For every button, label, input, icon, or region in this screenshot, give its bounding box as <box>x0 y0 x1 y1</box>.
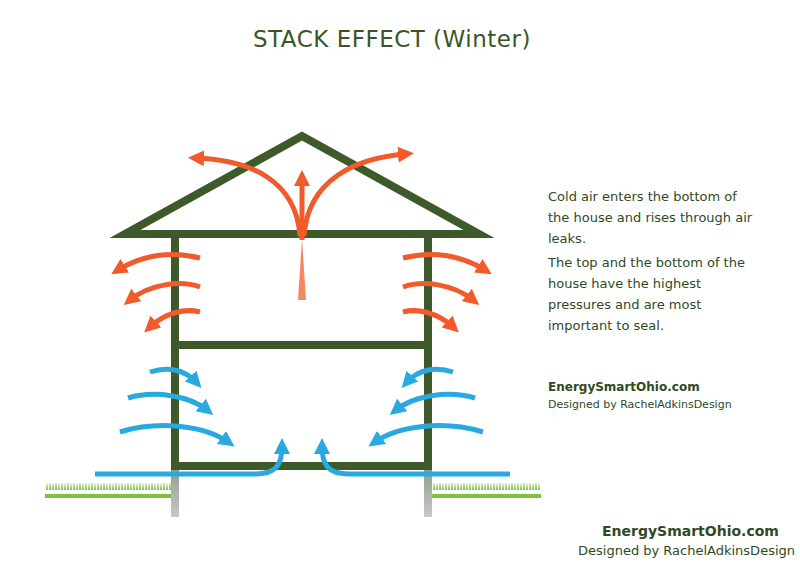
credit-label: Designed by RachelAdkinsDesign <box>548 398 732 411</box>
note-text: The top and the bottom of the house have… <box>548 252 753 336</box>
note-text: Cold air enters the bottom of the house … <box>548 186 753 249</box>
website-label: EnergySmartOhio.com <box>548 380 700 394</box>
diagram-title: STACK EFFECT (Winter) <box>253 26 531 52</box>
credit-label: Designed by RachelAdkinsDesign <box>578 543 795 558</box>
website-label: EnergySmartOhio.com <box>602 523 779 539</box>
